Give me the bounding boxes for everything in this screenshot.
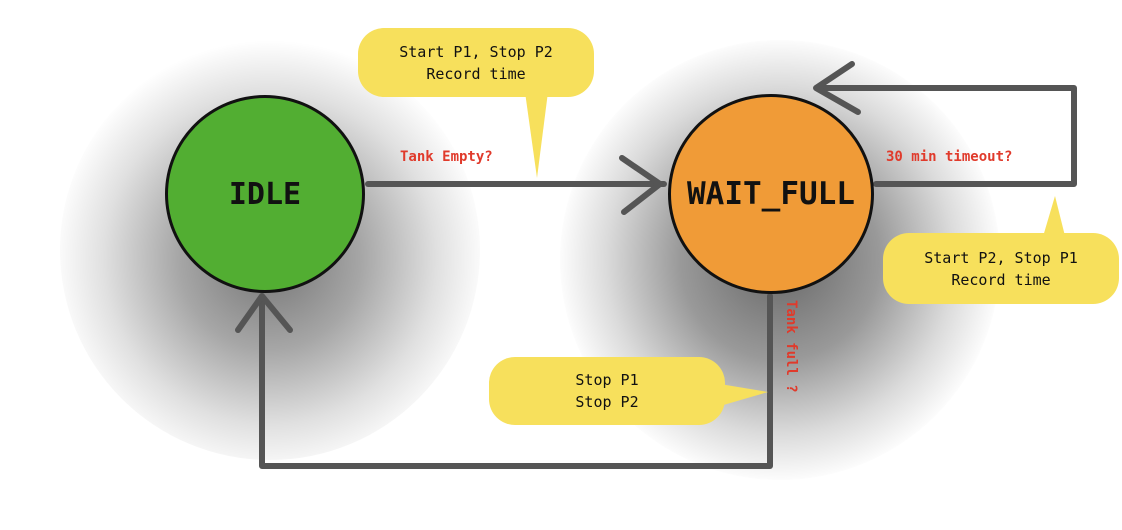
action-line: Record time bbox=[951, 270, 1051, 289]
condition-tank-empty: Tank Empty? bbox=[400, 149, 493, 165]
bubble-tail-2 bbox=[1042, 196, 1066, 240]
bubble-tail-1 bbox=[525, 92, 548, 178]
condition-timeout: 30 min timeout? bbox=[886, 149, 1013, 165]
arrow-self-loop-timeout bbox=[815, 85, 1077, 187]
condition-tank-full: Tank full ? bbox=[783, 300, 799, 393]
arrowhead-idle-to-wait-full bbox=[619, 155, 663, 215]
state-idle: IDLE bbox=[165, 95, 365, 293]
action-line: Record time bbox=[426, 64, 526, 83]
action-line: Stop P1 bbox=[575, 371, 639, 389]
arrowhead-wait-full-to-idle bbox=[235, 293, 293, 333]
bubble-tail-3 bbox=[720, 384, 768, 406]
action-bubble-wait-full-to-idle: Stop P1 Stop P2 bbox=[489, 357, 725, 425]
arrowhead-self-loop bbox=[813, 61, 861, 115]
action-line: Start P1, Stop P2 bbox=[399, 42, 553, 61]
state-idle-label: IDLE bbox=[228, 176, 302, 212]
state-wait-full: WAIT_FULL bbox=[668, 94, 874, 294]
state-wait-full-label: WAIT_FULL bbox=[687, 176, 855, 212]
arrow-wait-full-to-idle bbox=[259, 293, 773, 469]
action-line: Stop P2 bbox=[575, 393, 639, 411]
action-line: Start P2, Stop P1 bbox=[924, 248, 1078, 267]
action-bubble-timeout: Start P2, Stop P1 Record time bbox=[883, 233, 1119, 304]
action-bubble-idle-to-wait-full: Start P1, Stop P2 Record time bbox=[358, 28, 594, 97]
